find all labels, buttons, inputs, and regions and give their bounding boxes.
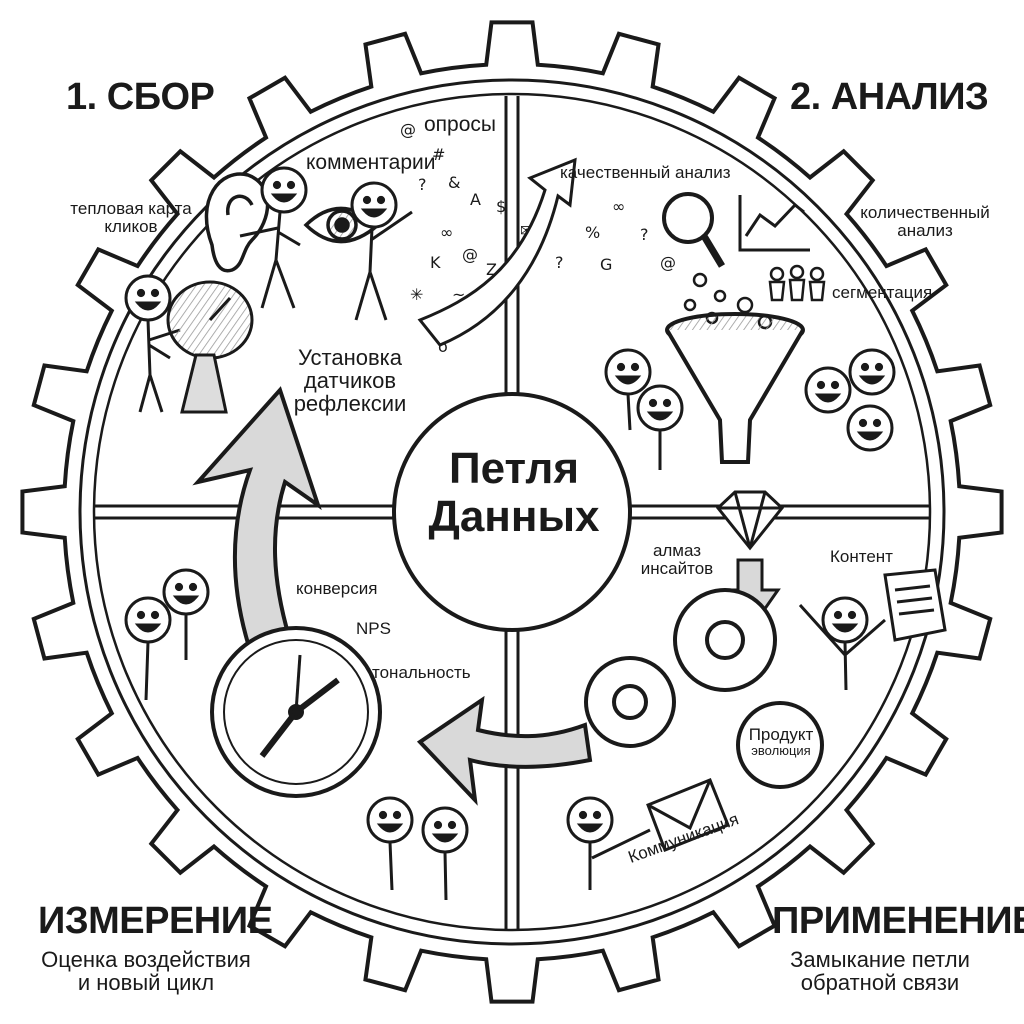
- collect-title: 1. СБОР: [66, 76, 215, 118]
- content-label: Контент: [830, 547, 893, 566]
- surveys-label: опросы: [424, 113, 497, 136]
- svg-text:%: %: [585, 223, 600, 242]
- product-label-line-2: эволюция: [751, 742, 811, 758]
- people-icon: [768, 264, 826, 302]
- sensors-label: Установка датчиков рефлексии: [280, 346, 420, 415]
- svg-text:?: ?: [640, 225, 649, 244]
- nps-label: NPS: [356, 619, 391, 638]
- diamond-label-line-1: алмаз: [652, 541, 702, 560]
- svg-text:o: o: [438, 337, 448, 356]
- svg-text:G: G: [600, 255, 612, 274]
- sensors-label-line-2: датчиков: [303, 368, 397, 394]
- left-arrow-icon: [416, 695, 593, 806]
- svg-text:∞: ∞: [612, 197, 625, 216]
- stick-figure-icon: [566, 596, 886, 890]
- svg-text:$: $: [496, 197, 506, 216]
- center-title-line-1: Петля: [448, 444, 580, 493]
- svg-text:#: #: [432, 145, 445, 164]
- sensors-label-line-1: Установка: [298, 345, 402, 370]
- document-icon: [883, 568, 947, 642]
- measurement-subtitle-line-2: и новый цикл: [77, 970, 215, 996]
- compass-gauge-icon: [210, 626, 382, 798]
- stream-arrow-icon: [417, 157, 577, 347]
- product-label: Продукт эволюция: [736, 726, 826, 757]
- line-chart-icon: [738, 195, 810, 252]
- diamond-label: алмаз инсайтов: [632, 542, 722, 578]
- svg-text:@: @: [400, 120, 416, 139]
- heatmap-label-line-2: кликов: [104, 216, 158, 236]
- quantitative-label-line-2: анализ: [897, 220, 953, 240]
- sentiment-label: тональность: [372, 663, 471, 682]
- quantitative-label: количественный анализ: [840, 204, 1010, 240]
- center-circle: [392, 392, 632, 632]
- svg-text:@: @: [660, 253, 676, 272]
- application-subtitle-line-2: обратной связи: [800, 970, 960, 996]
- measurement-subtitle: Оценка воздействия и новый цикл: [34, 948, 258, 994]
- svg-text:∞: ∞: [440, 223, 453, 242]
- stick-figure-icon: [604, 348, 896, 470]
- diamond-icon: [715, 490, 785, 551]
- svg-text:A: A: [470, 190, 481, 209]
- svg-text:&: &: [448, 173, 460, 192]
- stick-figure-icon: [239, 166, 308, 309]
- application-subtitle: Замыкание петли обратной связи: [770, 948, 990, 994]
- funnel-icon: [665, 312, 805, 464]
- up-arrow-icon: [192, 386, 322, 653]
- center-title-line-2: Данных: [428, 491, 600, 541]
- application-subtitle-line-1: Замыкание петли: [790, 947, 970, 972]
- stick-figure-icon: [124, 274, 181, 413]
- application-title: ПРИМЕНЕНИЕ: [772, 900, 1024, 942]
- svg-text:K: K: [430, 253, 441, 272]
- envelope-icon: [646, 778, 730, 852]
- quantitative-label-line-1: количественный: [860, 203, 990, 222]
- ear-icon: [204, 172, 270, 273]
- svg-text:Z: Z: [486, 260, 497, 279]
- product-label-line-1: Продукт: [748, 725, 814, 744]
- diamond-label-line-2: инсайтов: [640, 558, 714, 578]
- stick-figure-icon: [124, 568, 469, 901]
- gears-icon: [584, 588, 824, 789]
- conversion-label: конверсия: [296, 579, 378, 598]
- heatmap-label-line-1: тепловая карта: [70, 199, 192, 218]
- segmentation-label: сегментация: [832, 283, 933, 302]
- measurement-subtitle-line-1: Оценка воздействия: [41, 947, 251, 972]
- sensors-label-line-3: рефлексии: [293, 391, 407, 417]
- qualitative-label: качественный анализ: [560, 163, 731, 182]
- heatmap-label: тепловая карта кликов: [56, 200, 206, 236]
- center-title: Петля Данных: [400, 445, 628, 540]
- radar-dish-icon: [166, 280, 254, 414]
- comments-label: комментарии: [306, 151, 436, 174]
- magnifier-icon: [662, 192, 726, 268]
- svg-text:✳: ✳: [410, 285, 423, 304]
- stick-figure-icon: [350, 181, 413, 321]
- measurement-title: ИЗМЕРЕНИЕ: [38, 900, 273, 942]
- analysis-title: 2. АНАЛИЗ: [790, 76, 989, 118]
- svg-text:?: ?: [418, 175, 427, 194]
- svg-text:@: @: [462, 245, 478, 264]
- svg-text:?: ?: [555, 253, 564, 272]
